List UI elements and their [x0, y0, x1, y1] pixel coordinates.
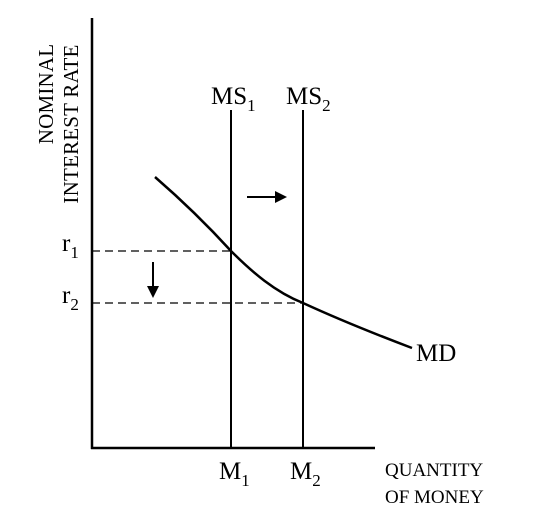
r2-label: r2	[62, 282, 79, 314]
down-arrow-icon	[147, 262, 159, 298]
r1-label: r1	[62, 230, 79, 262]
y-axis-title-line2: INTEREST RATE	[59, 44, 83, 203]
md-label: MD	[416, 340, 456, 367]
ms1-label: MS1	[211, 83, 256, 115]
right-arrow-icon	[247, 191, 287, 203]
m1-label: M1	[219, 458, 250, 490]
m2-label: M2	[290, 458, 321, 490]
x-axis-title-line2: OF MONEY	[385, 487, 484, 508]
md-curve	[154, 176, 413, 350]
x-axis-title-line1: QUANTITY	[385, 460, 483, 481]
y-axis-title-line1: NOMINAL	[34, 44, 58, 145]
ms2-label: MS2	[286, 83, 331, 115]
